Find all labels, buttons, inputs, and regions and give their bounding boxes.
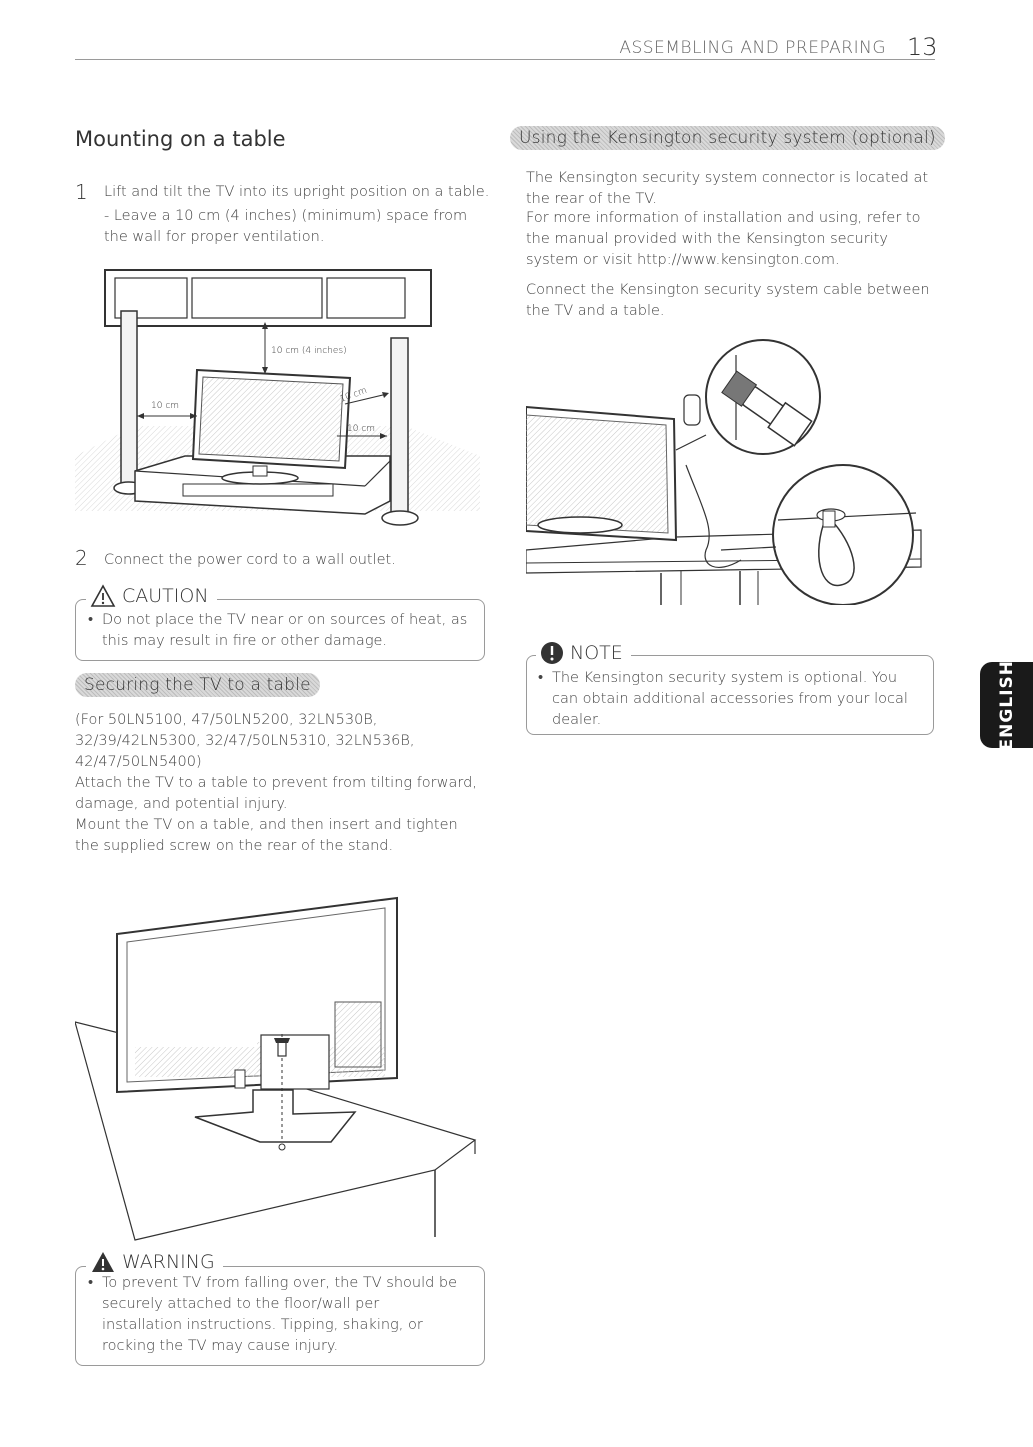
caution-item: • Do not place the TV near or on sources…	[88, 610, 478, 652]
kensington-heading-wrap: Using the Kensington security system (op…	[510, 126, 945, 150]
language-tab: ENGLISH	[980, 659, 1033, 751]
kensington-location: The Kensington security system connector…	[526, 170, 929, 207]
step-2-text: Connect the power cord to a wall outlet.	[104, 552, 396, 568]
bullet-icon: •	[88, 1275, 94, 1291]
caution-icon	[90, 584, 116, 607]
bullet-icon: •	[88, 612, 94, 628]
header-section-title: ASSEMBLING AND PREPARING	[619, 38, 886, 58]
bullet-icon: •	[538, 670, 544, 686]
caution-text: Do not place the TV near or on sources o…	[102, 612, 468, 649]
warning-icon	[92, 1252, 114, 1272]
step-2-number: 2	[75, 546, 88, 570]
tv-clearance-diagram: 10 cm (4 inches) 10 cm 10 cm 10 cm	[75, 269, 480, 526]
warning-title-row: WARNING	[86, 1250, 223, 1274]
note-title: NOTE	[570, 642, 623, 664]
label-right-bottom-clearance: 10 cm	[347, 424, 375, 434]
warning-text: To prevent TV from falling over, the TV …	[102, 1275, 458, 1354]
label-left-clearance: 10 cm	[151, 401, 179, 411]
note-box	[526, 655, 934, 735]
tv-rear-screw-diagram	[75, 896, 477, 1241]
note-text: The Kensington security system is option…	[552, 670, 908, 728]
securing-purpose: Attach the TV to a table to prevent from…	[75, 775, 477, 812]
heading-mounting-on-table: Mounting on a table	[75, 127, 286, 151]
language-tab-label: ENGLISH	[996, 659, 1017, 751]
securing-heading: Securing the TV to a table	[75, 673, 320, 697]
kensington-connect: Connect the Kensington security system c…	[526, 282, 930, 319]
securing-heading-wrap: Securing the TV to a table	[75, 673, 320, 697]
caution-title-row: CAUTION	[86, 584, 217, 608]
caution-box	[75, 599, 485, 661]
step-1-number: 1	[75, 180, 88, 204]
note-exclamation-icon	[541, 642, 563, 664]
securing-instruction: Mount the TV on a table, and then insert…	[75, 817, 458, 854]
note-item: • The Kensington security system is opti…	[538, 668, 928, 731]
securing-models: (For 50LN5100, 47/50LN5200, 32LN530B, 32…	[75, 712, 415, 770]
step-1-text: Lift and tilt the TV into its upright po…	[104, 184, 490, 200]
note-title-row: NOTE	[536, 641, 631, 665]
kensington-more-info: For more information of installation and…	[526, 210, 921, 268]
label-top-clearance: 10 cm (4 inches)	[271, 346, 347, 356]
warning-box	[75, 1266, 485, 1366]
warning-title: WARNING	[122, 1251, 215, 1273]
caution-title: CAUTION	[122, 585, 209, 607]
page-number: 13	[907, 33, 938, 61]
kensington-diagram	[526, 339, 922, 605]
step-1-subtext: - Leave a 10 cm (4 inches) (minimum) spa…	[104, 208, 468, 245]
header-rule	[75, 59, 935, 60]
kensington-heading: Using the Kensington security system (op…	[510, 126, 945, 150]
warning-item: • To prevent TV from falling over, the T…	[88, 1273, 478, 1357]
